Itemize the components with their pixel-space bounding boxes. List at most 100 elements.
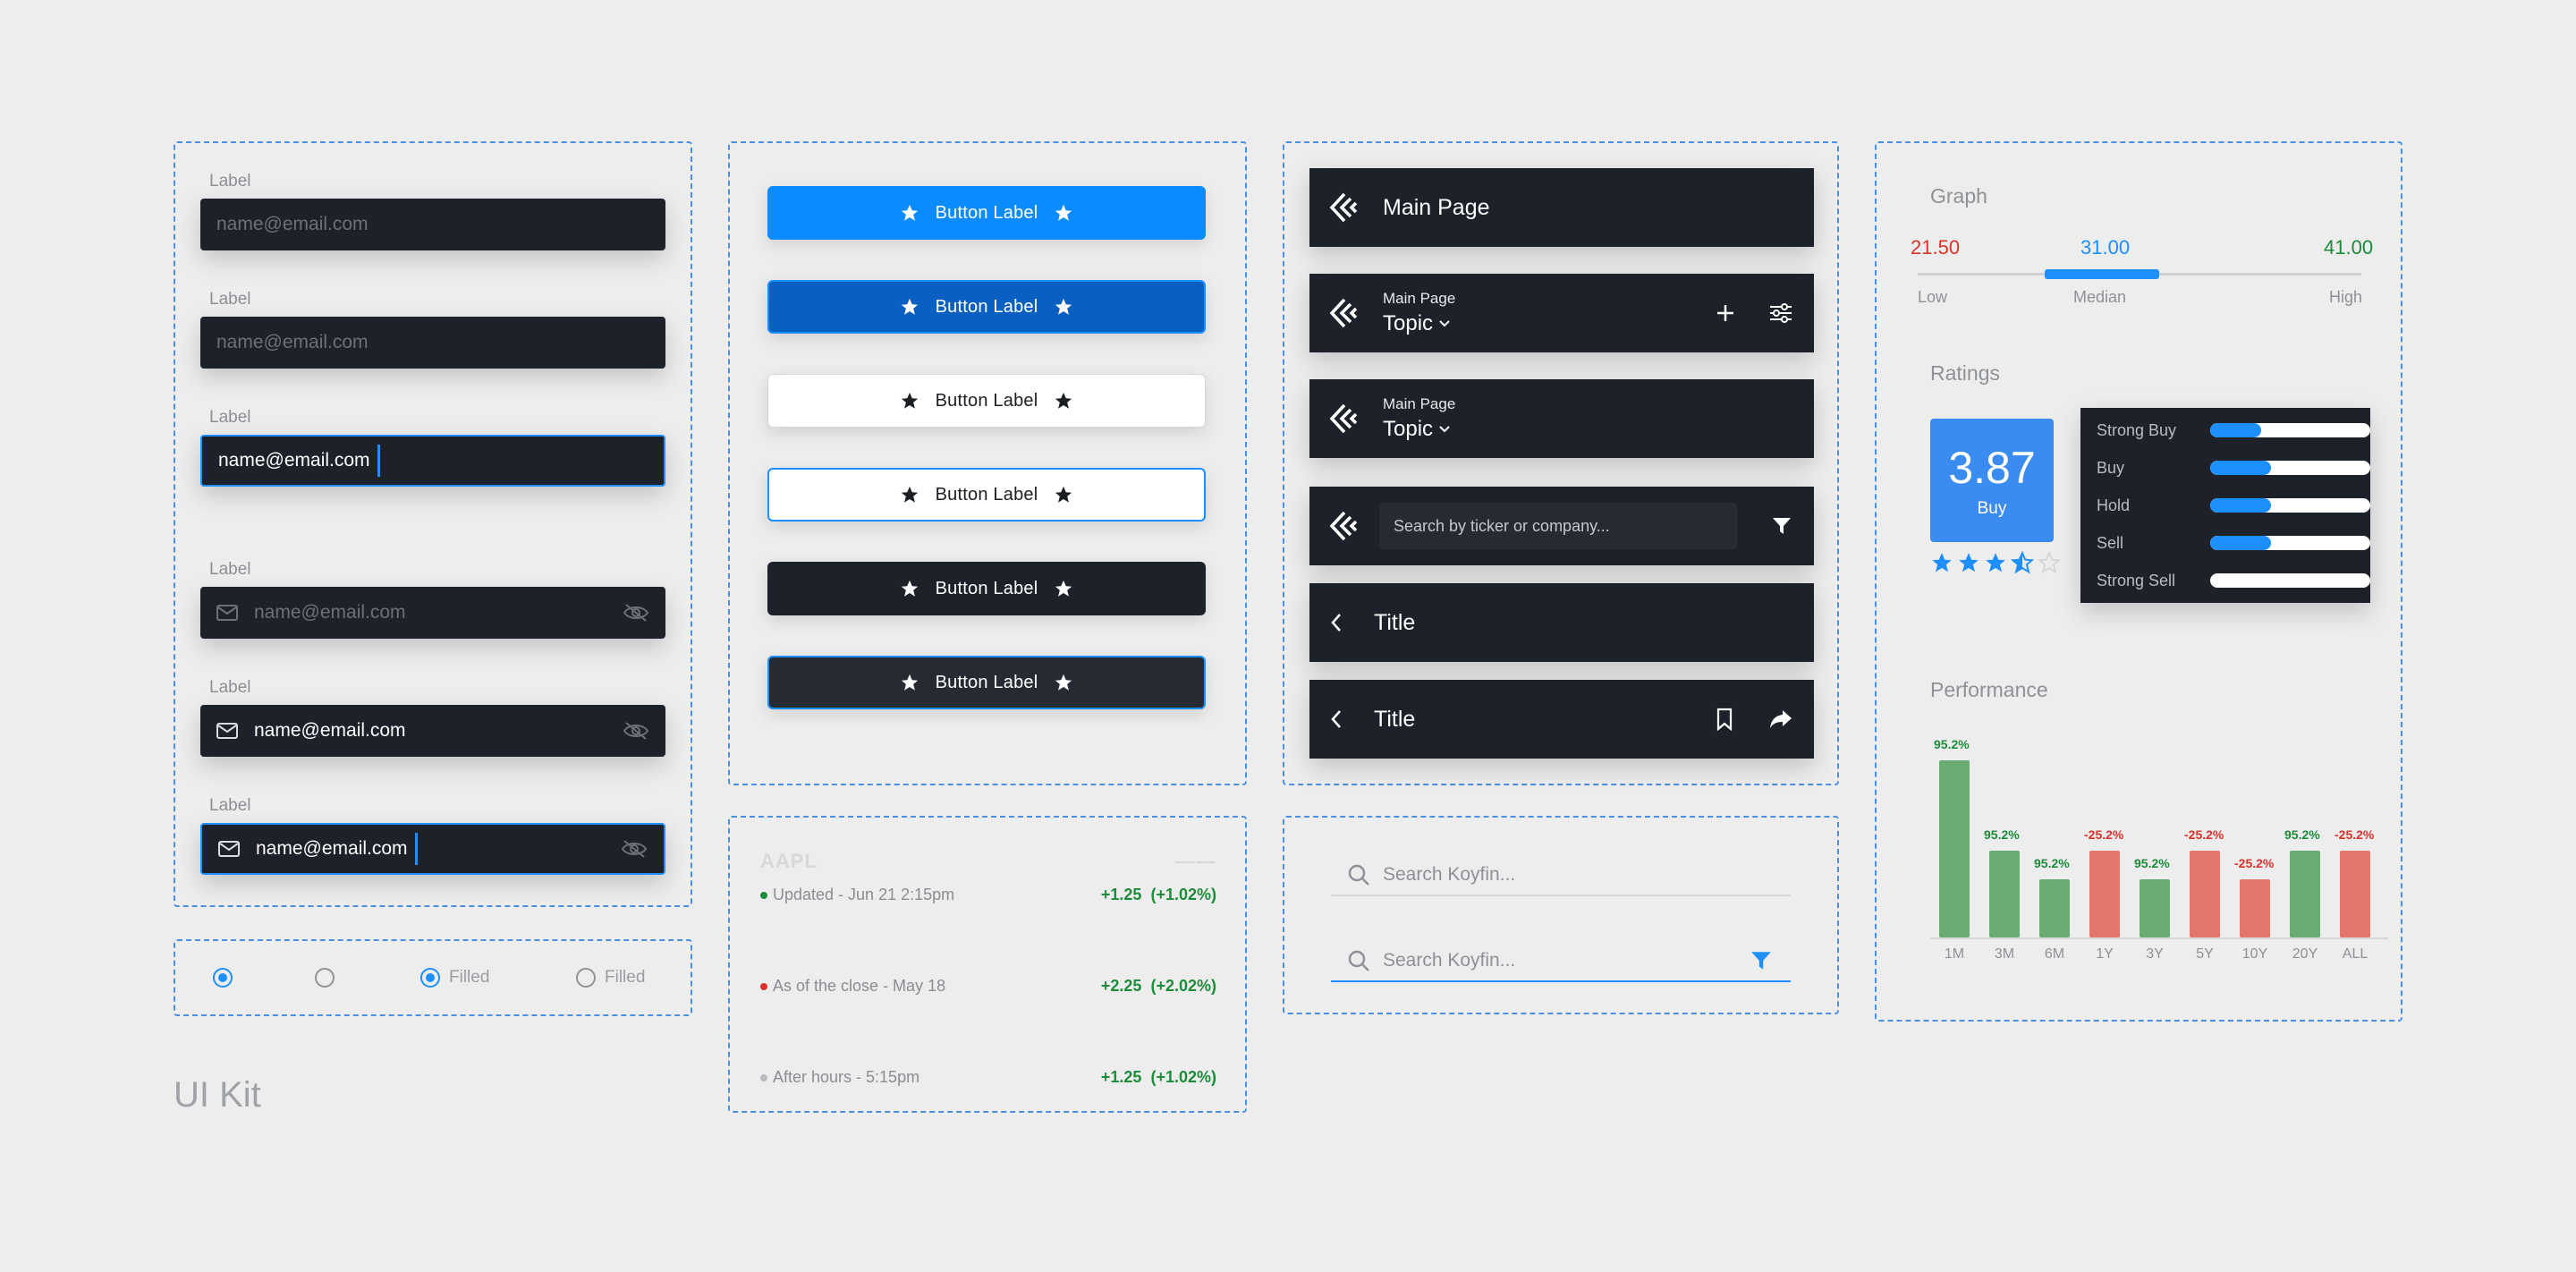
performance-bar[interactable] <box>2190 851 2220 937</box>
status-dot <box>760 982 767 990</box>
koyfin-logo-icon[interactable] <box>1329 511 1360 541</box>
graph-low-label: Low <box>1918 288 1948 306</box>
star-icon <box>901 580 918 597</box>
performance-bar[interactable] <box>2290 851 2320 937</box>
performance-value-label: 95.2% <box>1934 737 1970 751</box>
rating-stars <box>1930 551 2061 574</box>
rating-row-strong-buy: Strong Buy <box>2080 411 2370 449</box>
primary-button[interactable]: Button Label <box>767 186 1206 240</box>
radio-checked[interactable] <box>213 968 233 988</box>
email-field-with-icon[interactable]: name@email.com <box>200 587 665 639</box>
header-search: Search by ticker or company... <box>1309 487 1814 565</box>
search-frame: Search Koyfin... Search Koyfin... <box>1283 816 1839 1014</box>
topic-dropdown[interactable]: Topic <box>1383 311 1455 336</box>
radio-checked-labeled[interactable]: Filled <box>420 968 489 988</box>
star-icon <box>1959 553 1979 572</box>
performance-bar[interactable] <box>2340 851 2370 937</box>
chevron-left-icon[interactable] <box>1329 708 1343 730</box>
performance-value-label: 95.2% <box>2134 856 2170 870</box>
ticker-search-input[interactable]: Search by ticker or company... <box>1379 503 1737 549</box>
header-title: Title <box>1374 609 1416 635</box>
radios-frame: Filled Filled <box>174 939 692 1016</box>
performance-value-label: 95.2% <box>1984 827 2020 842</box>
email-field-with-icon-focused[interactable]: name@email.com <box>200 823 665 875</box>
ghost-ticker: AAPL <box>760 850 818 872</box>
performance-bar[interactable] <box>2140 879 2170 937</box>
koyfin-logo-icon[interactable] <box>1329 298 1360 328</box>
light-button[interactable]: Button Label <box>767 374 1206 428</box>
radio-unchecked-labeled[interactable]: Filled <box>576 968 645 988</box>
chevron-left-icon[interactable] <box>1329 612 1343 633</box>
input-label: Label <box>209 678 251 697</box>
rating-verdict: Buy <box>1977 499 2007 518</box>
email-field-focused[interactable]: name@email.com <box>200 435 665 487</box>
page-title: UI Kit <box>174 1075 261 1115</box>
input-label: Label <box>209 560 251 579</box>
performance-x-label: 3Y <box>2146 946 2164 962</box>
performance-value-label: 95.2% <box>2284 827 2320 842</box>
star-icon <box>901 674 918 691</box>
graph-title: Graph <box>1930 184 1987 208</box>
primary-pressed-button[interactable]: Button Label <box>767 280 1206 334</box>
quote-status-row: As of the close - May 18 +2.25 (+2.02%) <box>760 977 1216 996</box>
ghost-price: —— <box>1175 850 1216 872</box>
sliders-icon[interactable] <box>1769 303 1792 323</box>
eye-off-icon[interactable] <box>621 839 648 859</box>
star-icon <box>901 298 918 315</box>
input-label: Label <box>209 796 251 815</box>
topic-dropdown[interactable]: Topic <box>1383 417 1455 442</box>
email-field-with-icon-filled[interactable]: name@email.com <box>200 705 665 757</box>
rating-row-sell: Sell <box>2080 524 2370 562</box>
performance-bar[interactable] <box>1939 760 1970 937</box>
star-icon <box>1055 486 1072 503</box>
performance-x-label: 1M <box>1944 946 1965 962</box>
search-icon <box>1348 950 1369 971</box>
performance-bar[interactable] <box>2089 851 2120 937</box>
text-caret <box>414 833 418 865</box>
performance-bar[interactable] <box>2039 879 2070 937</box>
light-focused-button[interactable]: Button Label <box>767 468 1206 522</box>
rating-row-hold: Hold <box>2080 487 2370 524</box>
rating-score-card: 3.87 Buy <box>1930 419 2054 542</box>
star-icon <box>1055 298 1072 315</box>
header-topic-actions: Main Page Topic <box>1309 274 1814 352</box>
header-title: Title <box>1374 706 1416 732</box>
star-outline-icon <box>2038 551 2061 574</box>
performance-bar[interactable] <box>2240 879 2270 937</box>
star-icon <box>901 392 918 409</box>
eye-off-icon[interactable] <box>623 603 649 623</box>
radio-unchecked[interactable] <box>315 968 335 988</box>
performance-bar[interactable] <box>1989 851 2020 937</box>
filter-icon[interactable] <box>1750 949 1773 972</box>
plus-icon[interactable] <box>1716 303 1735 323</box>
search-input-active[interactable]: Search Koyfin... <box>1331 939 1791 982</box>
eye-off-icon[interactable] <box>623 721 649 741</box>
buttons-frame: Button Label Button Label Button Label B… <box>728 141 1247 785</box>
status-dot <box>760 891 767 899</box>
koyfin-logo-icon[interactable] <box>1329 403 1360 434</box>
performance-value-label: -25.2% <box>2334 827 2375 842</box>
share-icon[interactable] <box>1769 708 1792 730</box>
star-icon <box>1055 204 1072 221</box>
filter-icon[interactable] <box>1771 515 1792 537</box>
star-icon <box>1055 580 1072 597</box>
analytics-frame: Graph 21.50 31.00 41.00 Low Median High … <box>1875 141 2402 1022</box>
dark-focused-button[interactable]: Button Label <box>767 656 1206 709</box>
dark-button[interactable]: Button Label <box>767 562 1206 615</box>
bookmark-icon[interactable] <box>1716 708 1733 731</box>
graph-low-value: 21.50 <box>1911 236 1961 259</box>
headers-frame: Main Page Main Page Topic Main Page Topi… <box>1283 141 1839 785</box>
performance-x-label: 3M <box>1994 946 2015 962</box>
performance-value-label: 95.2% <box>2034 856 2070 870</box>
graph-median-label: Median <box>2073 288 2127 306</box>
performance-x-label: 20Y <box>2292 946 2318 962</box>
graph-high-value: 41.00 <box>2324 236 2374 259</box>
koyfin-logo-icon[interactable] <box>1329 192 1360 223</box>
graph-median-marker <box>2045 269 2159 279</box>
star-icon <box>901 486 918 503</box>
email-field-hover[interactable]: name@email.com <box>200 317 665 369</box>
email-field-empty[interactable]: name@email.com <box>200 199 665 250</box>
rating-score: 3.87 <box>1948 443 2036 493</box>
search-input[interactable]: Search Koyfin... <box>1331 853 1791 896</box>
